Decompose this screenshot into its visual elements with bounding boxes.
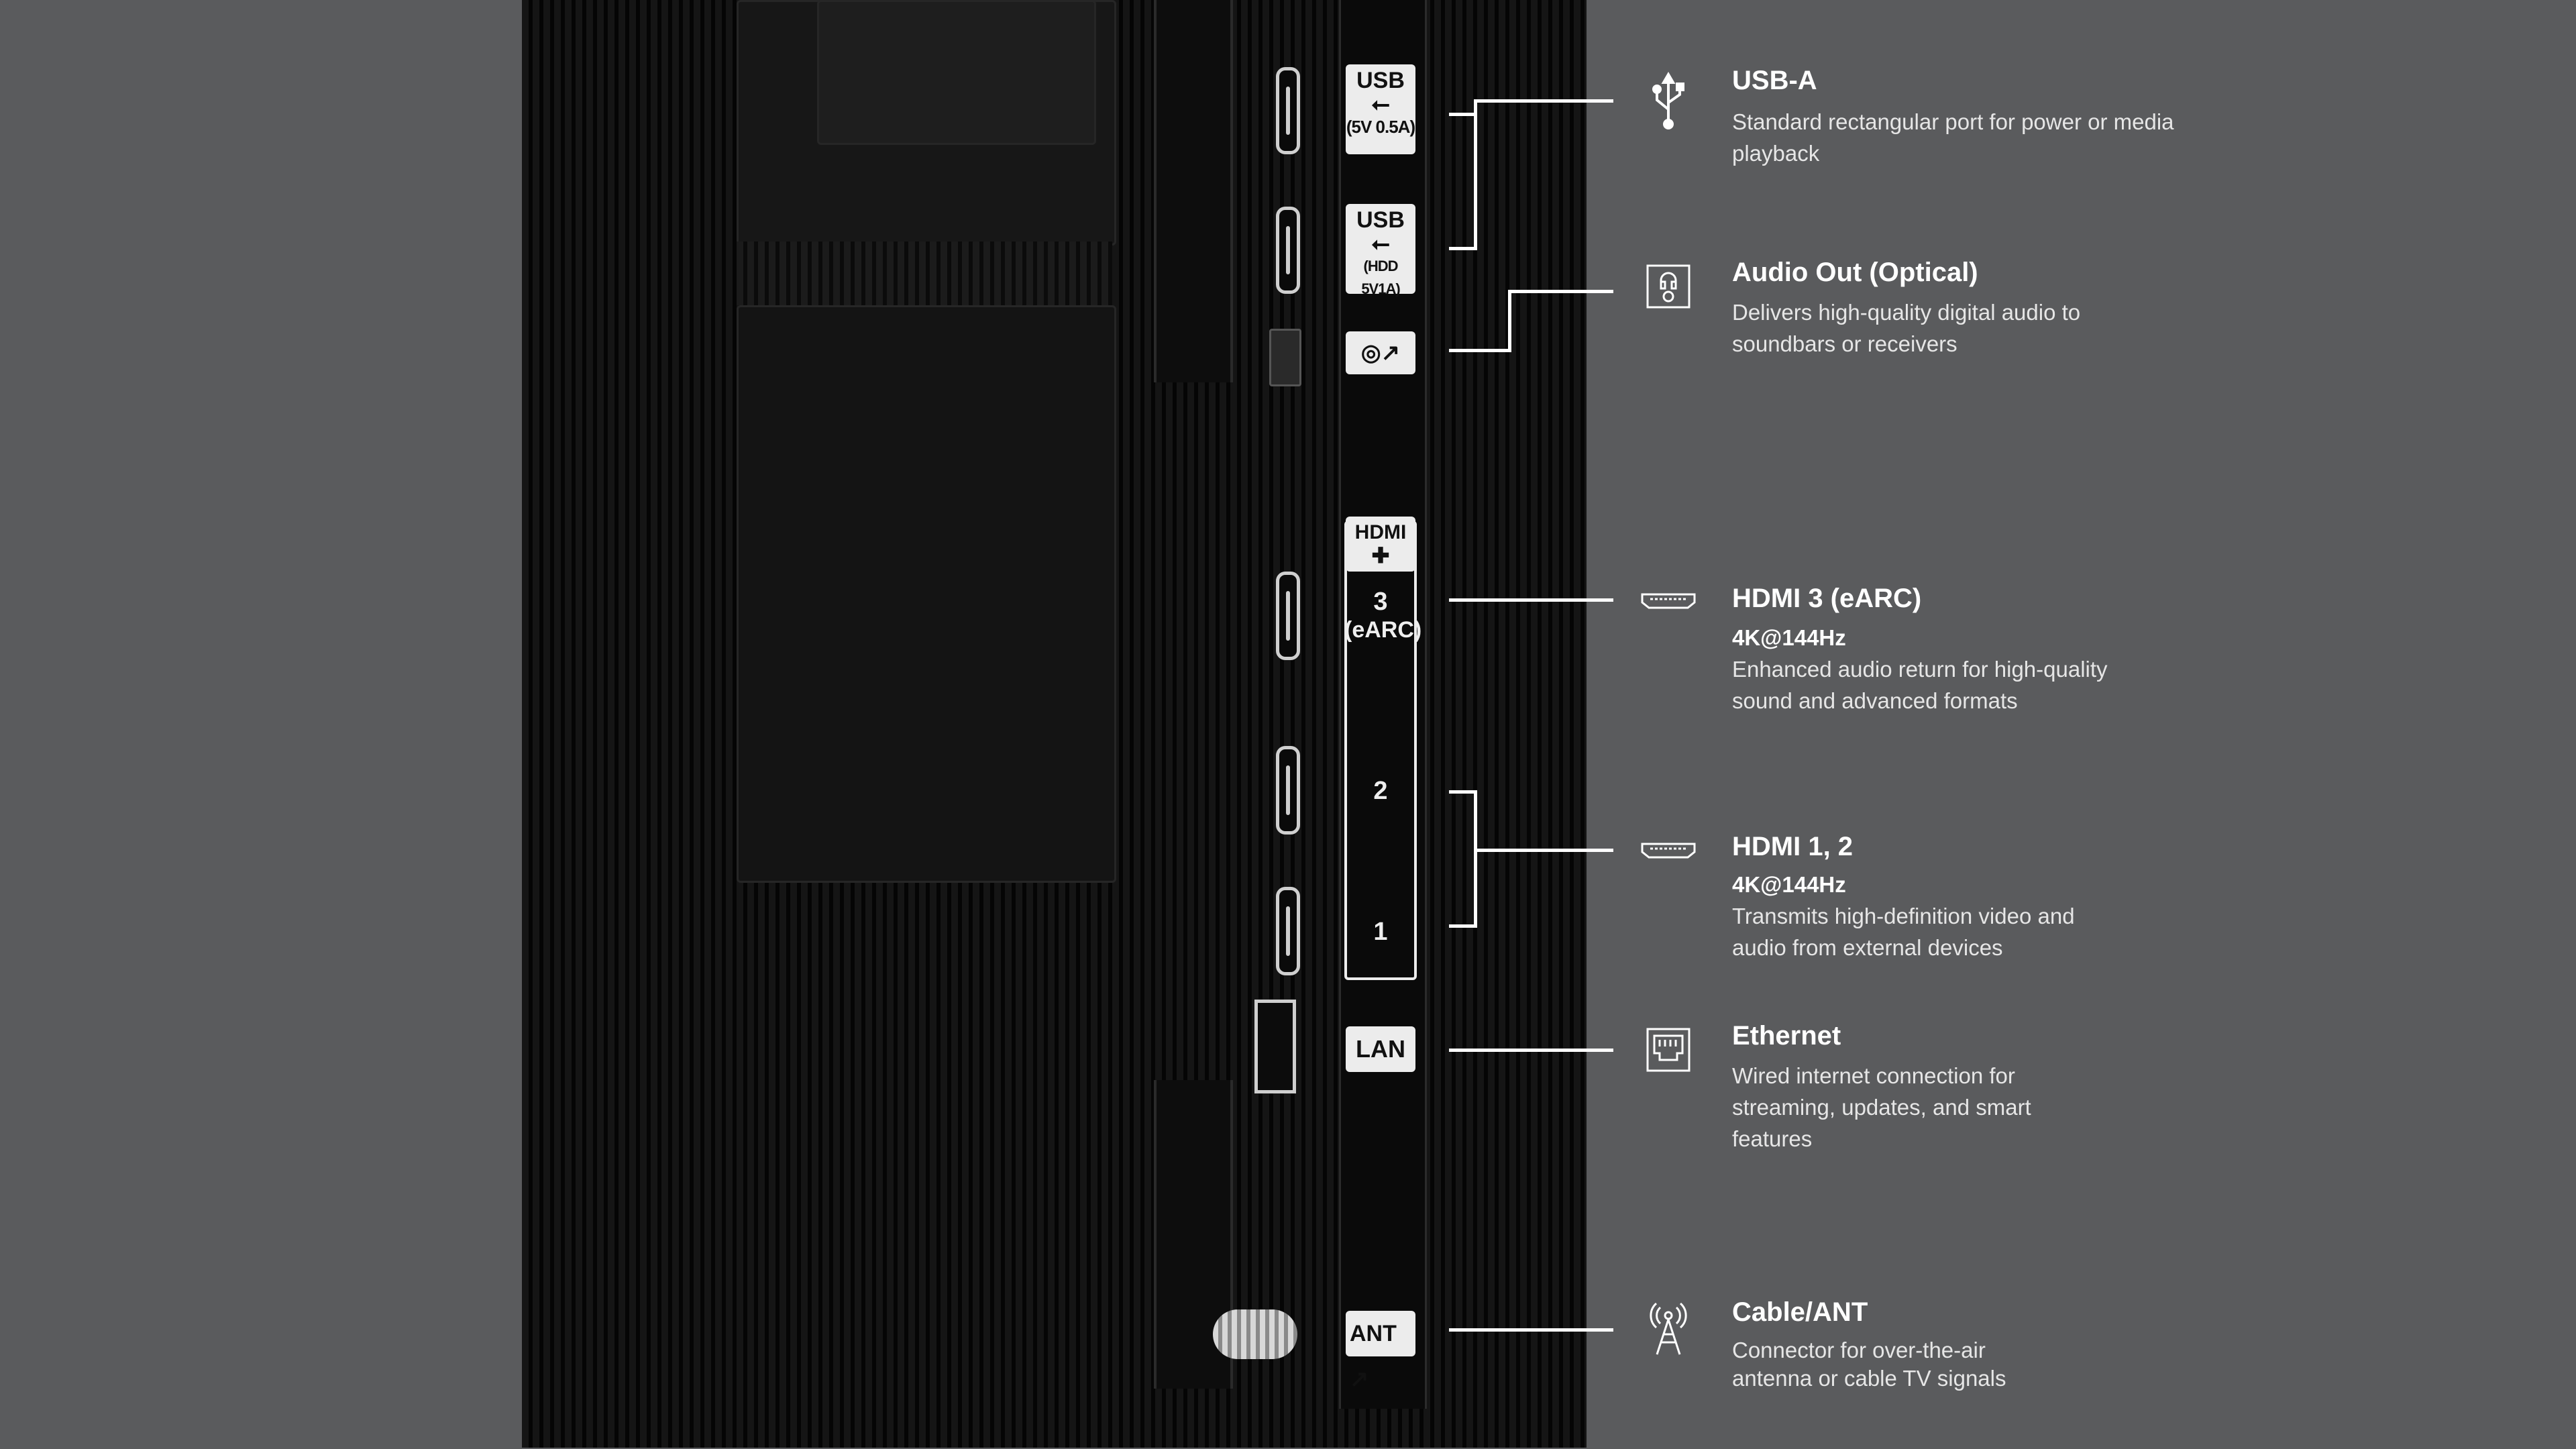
gamepad-icon: ✚	[1371, 543, 1390, 568]
feature-title-usb: USB-A	[1732, 66, 1817, 95]
feature-title-hdmi3: HDMI 3 (eARC)	[1732, 584, 1922, 613]
connector-ant	[1449, 1328, 1613, 1332]
feature-title-hdmi12: HDMI 1, 2	[1732, 832, 1854, 861]
hdmi-port-3	[1276, 572, 1300, 660]
hdmi-port-1	[1276, 887, 1300, 975]
connector-optical-1	[1449, 349, 1511, 352]
connector-usb-vert	[1474, 99, 1477, 250]
hdmi-3-earc-label: (eARC)	[1344, 617, 1422, 643]
optical-port	[1269, 329, 1301, 386]
side-rib	[1154, 0, 1233, 382]
feature-spec-hdmi12: 4K@144Hz	[1732, 872, 1846, 897]
usb-label-2: USB ⭠ (HDD 5V1A)	[1346, 204, 1415, 297]
hdmi-1-number: 1	[1373, 918, 1388, 946]
hdmi-port-2	[1276, 746, 1300, 835]
usb-label-2-top: USB	[1356, 207, 1405, 233]
connector-hdmi12-out	[1474, 849, 1613, 852]
usb-label-1-bottom: (5V 0.5A)	[1346, 117, 1415, 137]
feature-desc-hdmi3: Enhanced audio return for high-quality s…	[1732, 657, 2108, 713]
feature-title-optical: Audio Out (Optical)	[1732, 258, 1978, 287]
connector-usb-2	[1449, 247, 1477, 250]
ethernet-icon	[1638, 1020, 1699, 1080]
optical-audio-icon	[1638, 256, 1699, 317]
rating-sticker	[817, 0, 1096, 145]
usb-icon	[1638, 70, 1699, 131]
coax-port	[1213, 1309, 1297, 1359]
connector-optical-out	[1508, 290, 1613, 293]
feature-desc-optical: Delivers high-quality digital audio to s…	[1732, 300, 2081, 356]
antenna-icon	[1638, 1298, 1699, 1358]
connector-lan	[1449, 1049, 1613, 1052]
feature-desc-ant: Connector for over-the-air antenna or ca…	[1732, 1338, 2006, 1391]
connector-usb-1	[1449, 113, 1477, 116]
hdmi-label-header: HDMI ✚	[1346, 517, 1415, 572]
ant-label: ANT ↗	[1346, 1311, 1415, 1392]
usb-symbol-icon: ⭠	[1371, 231, 1390, 256]
connector-optical-vert	[1508, 290, 1511, 352]
ant-label-text: ANT	[1350, 1321, 1397, 1346]
hdmi-icon	[1638, 820, 1699, 880]
feature-desc-hdmi12: Transmits high-definition video and audi…	[1732, 904, 2075, 960]
usb-symbol-icon: ⭠	[1371, 91, 1390, 117]
feature-desc-ethernet: Wired internet connection for streaming,…	[1732, 1063, 2031, 1151]
hdmi-label-top: HDMI	[1354, 521, 1407, 543]
optical-symbol-icon: ◎↗	[1360, 340, 1401, 366]
usb-label-1-top: USB	[1356, 68, 1405, 93]
connector-hdmi2	[1449, 790, 1477, 794]
hdmi-icon	[1638, 570, 1699, 631]
hdmi-3-number: 3	[1373, 588, 1388, 616]
upper-ridge	[737, 241, 1112, 305]
usb-port-2	[1276, 207, 1300, 294]
optical-label: ◎↗	[1346, 331, 1415, 374]
lan-port	[1254, 1000, 1296, 1093]
feature-title-ant: Cable/ANT	[1732, 1297, 1868, 1327]
usb-label-2-bottom: (HDD 5V1A)	[1361, 258, 1400, 297]
ant-arrow-icon: ↗	[1350, 1366, 1369, 1392]
feature-spec-hdmi3: 4K@144Hz	[1732, 625, 1846, 650]
feature-title-ethernet: Ethernet	[1732, 1021, 1841, 1051]
connector-hdmi12-vert	[1474, 790, 1477, 928]
lan-label: LAN	[1346, 1026, 1415, 1072]
usb-label-1: USB ⭠ (5V 0.5A)	[1346, 64, 1415, 154]
connector-hdmi1	[1449, 924, 1477, 928]
usb-port-1	[1276, 67, 1300, 154]
connector-hdmi3	[1449, 598, 1613, 602]
connector-usb-out	[1474, 99, 1613, 103]
hdmi-2-number: 2	[1373, 777, 1388, 805]
feature-desc-usb: Standard rectangular port for power or m…	[1732, 109, 2174, 166]
middle-plate	[737, 305, 1116, 883]
